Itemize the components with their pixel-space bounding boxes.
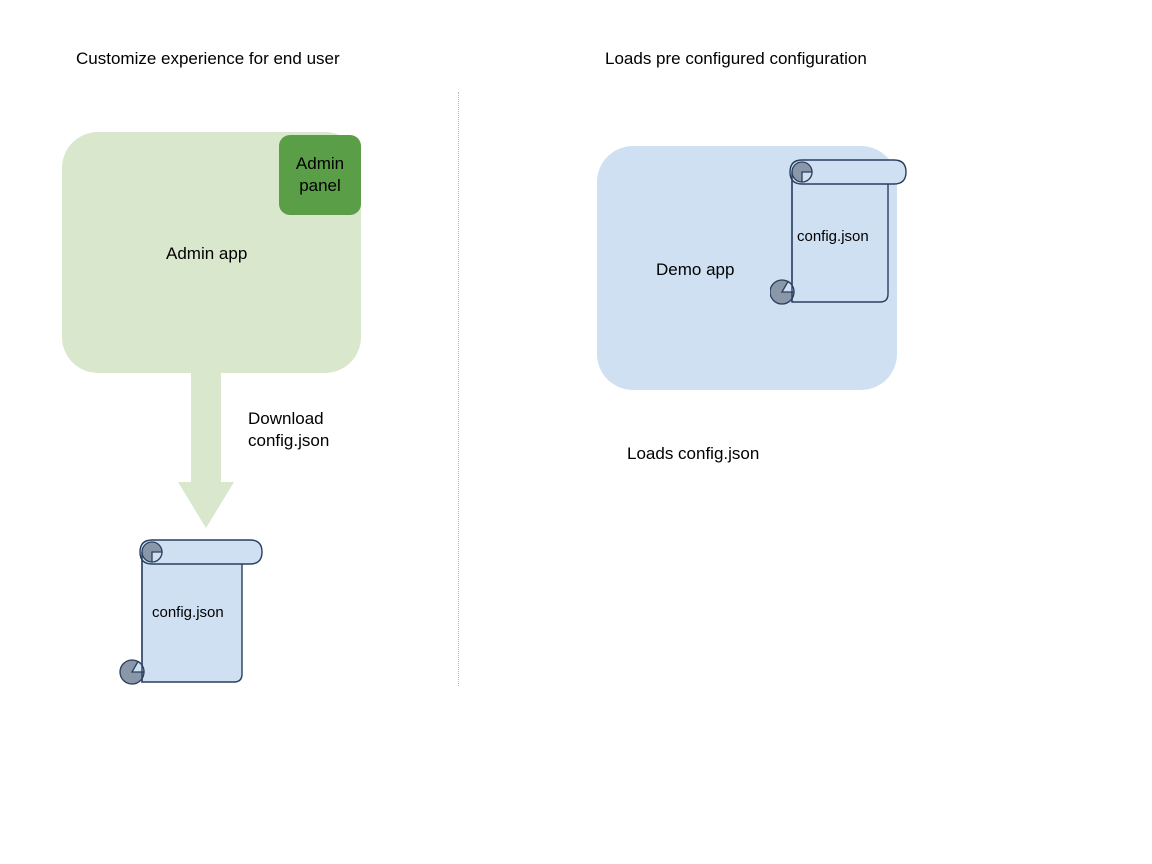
loads-config-caption: Loads config.json bbox=[627, 444, 760, 463]
config-json-document-label-right: config.json bbox=[797, 228, 869, 245]
config-json-document-label-left: config.json bbox=[152, 604, 224, 621]
admin-panel-badge-line-2: panel bbox=[299, 176, 341, 195]
config-json-document-icon bbox=[119, 539, 263, 685]
demo-app-label: Demo app bbox=[656, 260, 735, 279]
config-json-document-icon bbox=[770, 159, 907, 305]
admin-panel-badge-line-1: Admin bbox=[295, 154, 345, 173]
admin-panel-badge[interactable]: Admin panel bbox=[279, 135, 361, 215]
admin-app-label: Admin app bbox=[166, 244, 248, 263]
right-panel-title: Loads pre configured configuration bbox=[605, 49, 867, 68]
left-panel-title: Customize experience for end user bbox=[76, 49, 340, 68]
download-arrow-label: Download config.json bbox=[248, 408, 329, 452]
dotted-divider bbox=[458, 92, 459, 686]
download-arrow-label-line-2: config.json bbox=[248, 431, 330, 450]
download-arrow-label-line-1: Download bbox=[248, 409, 324, 428]
download-arrow-icon bbox=[178, 370, 234, 528]
